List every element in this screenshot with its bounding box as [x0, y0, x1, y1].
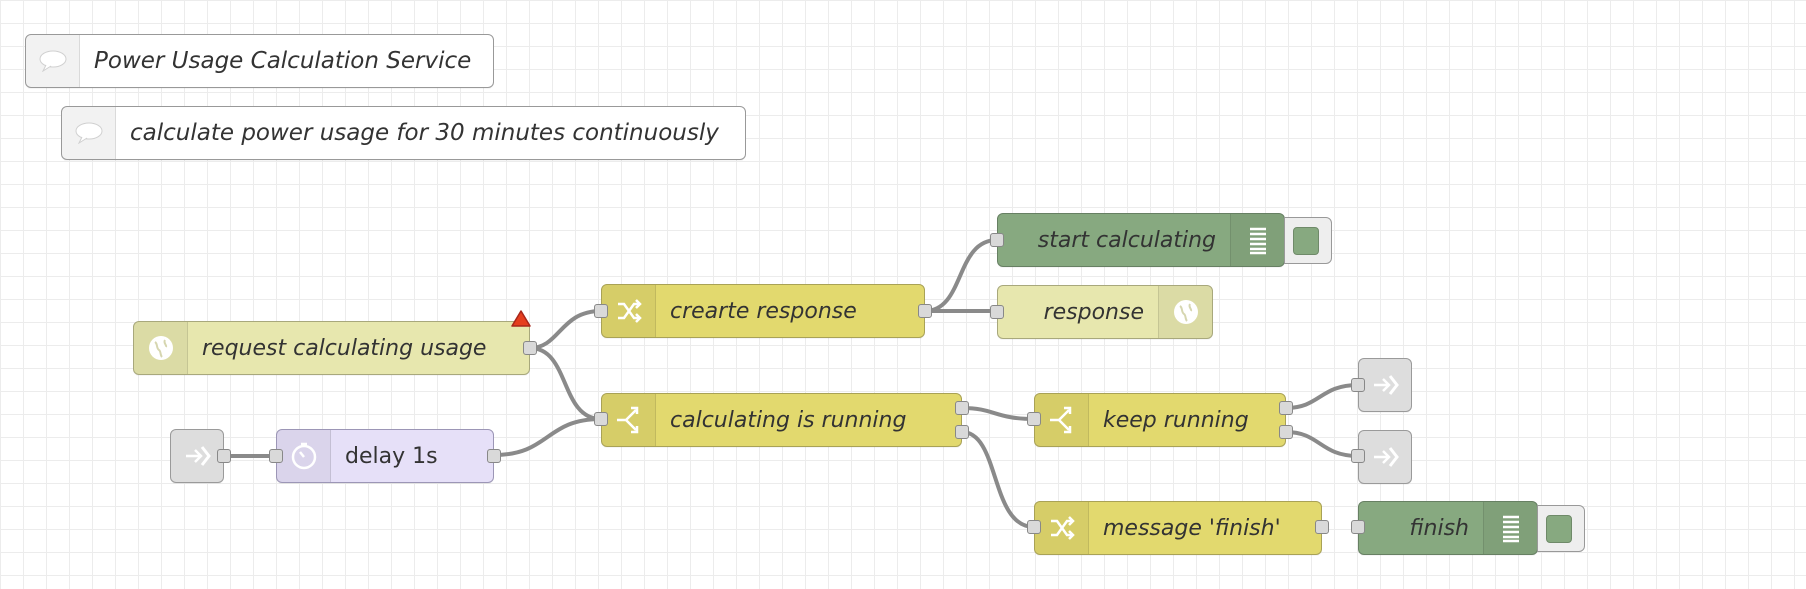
wire-keep-to-link-top	[1284, 383, 1360, 410]
input-port[interactable]	[269, 449, 283, 463]
switch-icon	[1035, 394, 1089, 446]
node-label: delay 1s	[345, 443, 438, 469]
node-response[interactable]: response	[997, 285, 1213, 339]
node-link-in[interactable]	[170, 429, 224, 483]
input-port[interactable]	[1351, 378, 1365, 392]
node-label: calculating is running	[670, 407, 907, 433]
comment-icon	[62, 107, 116, 159]
link-icon	[171, 430, 223, 482]
node-calculating-is-running[interactable]: calculating is running	[601, 393, 962, 447]
output-port-2[interactable]	[1279, 425, 1293, 439]
node-start-calculating[interactable]: start calculating	[997, 213, 1285, 267]
globe-icon	[1158, 286, 1212, 338]
node-label: crearte response	[670, 298, 857, 324]
link-icon	[1359, 431, 1411, 483]
input-port[interactable]	[594, 412, 608, 426]
comment-power-usage-description[interactable]: calculate power usage for 30 minutes con…	[61, 106, 746, 160]
shuffle-icon	[602, 285, 656, 337]
node-label: request calculating usage	[202, 335, 487, 361]
output-port[interactable]	[217, 449, 231, 463]
output-port-1[interactable]	[1279, 401, 1293, 415]
output-port[interactable]	[1315, 520, 1329, 534]
node-label: message 'finish'	[1103, 515, 1281, 541]
node-crearte-response[interactable]: crearte response	[601, 284, 925, 338]
globe-icon	[134, 322, 188, 374]
node-label: response	[1043, 299, 1144, 325]
wire-keep-to-link-bottom	[1284, 430, 1360, 458]
shuffle-icon	[1035, 502, 1089, 554]
debug-toggle-button[interactable]	[1537, 505, 1585, 552]
node-keep-running[interactable]: keep running	[1034, 393, 1286, 447]
node-finish[interactable]: finish	[1358, 501, 1538, 555]
node-label: start calculating	[1037, 227, 1216, 253]
output-port[interactable]	[487, 449, 501, 463]
debug-toggle-button[interactable]	[1284, 217, 1332, 264]
comment-icon	[26, 35, 80, 87]
input-port[interactable]	[594, 304, 608, 318]
input-port[interactable]	[1027, 412, 1041, 426]
output-port[interactable]	[523, 341, 537, 355]
comment-label: calculate power usage for 30 minutes con…	[130, 120, 719, 146]
input-port[interactable]	[1027, 520, 1041, 534]
wire-running-to-message	[960, 430, 1036, 529]
input-port[interactable]	[1351, 520, 1365, 534]
input-port[interactable]	[990, 233, 1004, 247]
output-port-2[interactable]	[955, 425, 969, 439]
switch-icon	[602, 394, 656, 446]
node-label: finish	[1409, 515, 1469, 541]
warning-icon	[511, 310, 531, 327]
comment-power-usage-title[interactable]: Power Usage Calculation Service	[25, 34, 494, 88]
wire-request-to-running	[528, 346, 603, 421]
node-delay-1s[interactable]: delay 1s	[276, 429, 494, 483]
comment-label: Power Usage Calculation Service	[94, 48, 472, 74]
output-port[interactable]	[918, 304, 932, 318]
wire-running-to-keep	[960, 406, 1036, 421]
timer-icon	[277, 430, 331, 482]
input-port[interactable]	[1351, 449, 1365, 463]
link-icon	[1359, 359, 1411, 411]
wire-crearte-to-start	[923, 238, 999, 313]
wire-delay-to-running	[492, 417, 603, 457]
node-link-out-top[interactable]	[1358, 358, 1412, 412]
list-icon	[1230, 214, 1284, 266]
node-link-out-bottom[interactable]	[1358, 430, 1412, 484]
input-port[interactable]	[990, 305, 1004, 319]
node-label: keep running	[1103, 407, 1249, 433]
node-request-calculating-usage[interactable]: request calculating usage	[133, 321, 530, 375]
list-icon	[1483, 502, 1537, 554]
wire-request-to-crearte	[528, 309, 603, 350]
node-message-finish[interactable]: message 'finish'	[1034, 501, 1322, 555]
output-port-1[interactable]	[955, 401, 969, 415]
